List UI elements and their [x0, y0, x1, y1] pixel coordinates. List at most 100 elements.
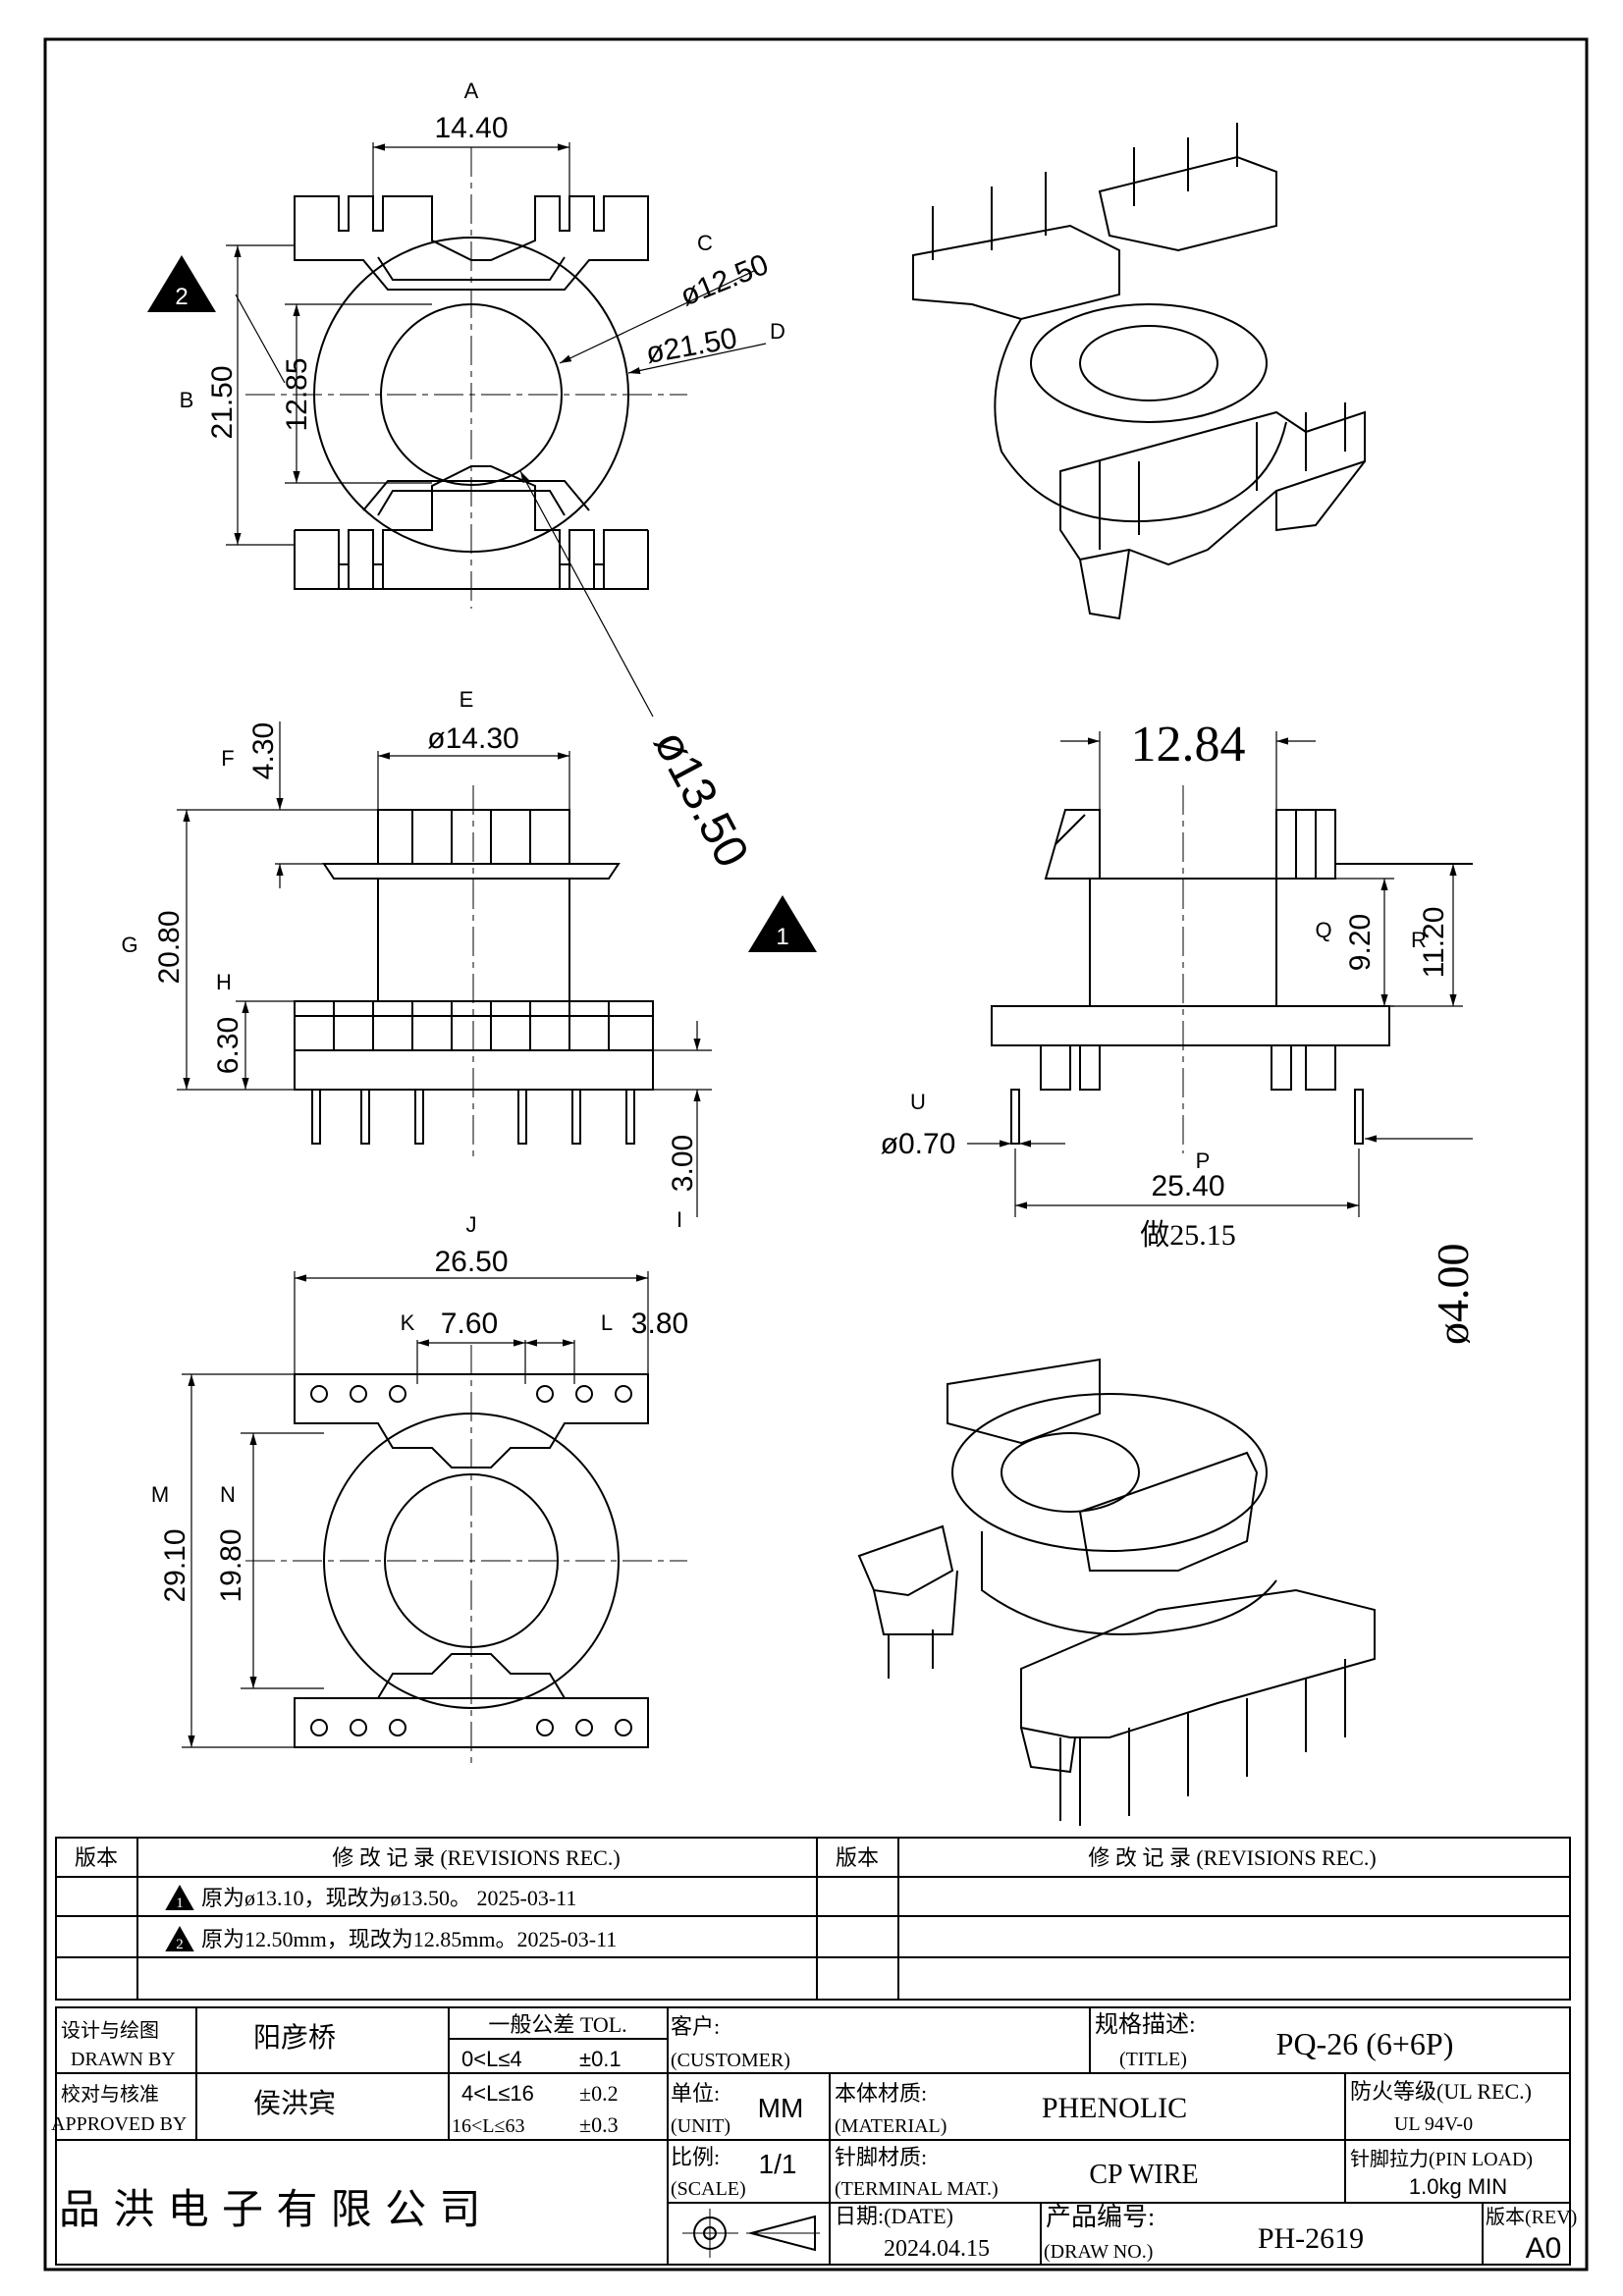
dim-l-label: L [601, 1310, 613, 1335]
material-value: PHENOLIC [1042, 2092, 1187, 2124]
revision-marker-2 [147, 255, 216, 312]
scale-value: 1/1 [759, 2149, 797, 2179]
tol-range-3: 16<L≤63 [452, 2115, 524, 2137]
tol-range-2: 4<L≤16 [461, 2081, 534, 2106]
ul-cn: 防火等级(UL REC.) [1350, 2079, 1532, 2104]
pin-load-cn: 针脚拉力(PIN LOAD) [1350, 2148, 1533, 2170]
dim-j-label: J [466, 1212, 477, 1237]
drawno-cn: 产品编号: [1046, 2203, 1155, 2231]
unit-cn: 单位: [671, 2081, 720, 2106]
top-view [226, 142, 767, 718]
title-value: PQ-26 (6+6P) [1276, 2026, 1454, 2061]
dim-i-value: 3.00 [667, 1135, 699, 1192]
material-cn: 本体材质: [835, 2081, 927, 2106]
terminal-value: CP WIRE [1089, 2160, 1198, 2190]
revision-table [55, 1837, 1571, 2001]
company-name: 品 洪 电 子 有 限 公 司 [59, 2185, 480, 2233]
dim-n-value: 19.80 [215, 1528, 247, 1602]
drawno-value: PH-2619 [1258, 2222, 1364, 2255]
approved-by-cn: 校对与核准 [61, 2083, 159, 2106]
dim-m-label: M [151, 1482, 169, 1507]
rev-head-rec-2: 修 改 记 录 (REVISIONS REC.) [1088, 1845, 1376, 1870]
customer-cn: 客户: [671, 2014, 720, 2039]
approved-by-en: APPROVED BY [51, 2113, 187, 2135]
scale-en: (SCALE) [671, 2178, 746, 2200]
rev-marker-2-num: 2 [175, 284, 188, 310]
material-en: (MATERIAL) [835, 2115, 947, 2137]
dim-l-value: 3.80 [631, 1308, 688, 1340]
title-cn: 规格描述: [1095, 2011, 1196, 2038]
dim-u-label: U [910, 1090, 926, 1114]
date-cn: 日期:(DATE) [835, 2204, 953, 2228]
customer-en: (CUSTOMER) [671, 2050, 790, 2071]
drawn-by-cn: 设计与绘图 [61, 2019, 159, 2042]
dim-c-label: C [697, 231, 713, 255]
drawn-by-name: 阳彦桥 [253, 2022, 336, 2054]
dim-e-label: E [460, 687, 474, 712]
iso-view-bottom [857, 1358, 1376, 1826]
unit-value: MM [758, 2093, 804, 2123]
terminal-en: (TERMINAL MAT.) [835, 2178, 999, 2200]
rev-row-2-text: 原为12.50mm，现改为12.85mm。2025-03-11 [201, 1927, 617, 1951]
dim-e-value: ø14.30 [427, 722, 518, 755]
rev-value: A0 [1526, 2232, 1562, 2265]
tol-range-1: 0<L≤4 [461, 2047, 522, 2071]
unit-en: (UNIT) [671, 2115, 730, 2137]
date-value: 2024.04.15 [884, 2236, 990, 2262]
dim-k-value: 7.60 [441, 1308, 498, 1340]
approved-by-name: 侯洪宾 [253, 2088, 336, 2119]
side-view [967, 731, 1473, 1217]
dim-h2-label: H [216, 970, 232, 994]
rev-row-1-mark: 1 [176, 1896, 184, 1911]
rev-head-ver-2: 版本 [836, 1845, 879, 1870]
ul-value: UL 94V-0 [1394, 2113, 1473, 2135]
dim-g-value: 20.80 [153, 910, 186, 984]
dim-m-value: 29.10 [159, 1528, 191, 1602]
pin-load-value: 1.0kg MIN [1409, 2174, 1507, 2199]
dim-1284: 12.84 [1131, 717, 1246, 773]
drawno-en: (DRAW NO.) [1044, 2241, 1153, 2263]
bottom-view [182, 1271, 687, 1767]
rev-row-2-mark: 2 [176, 1937, 184, 1952]
drawn-by-en: DRAWN BY [71, 2049, 176, 2070]
dim-p-note: 做25.15 [1140, 1219, 1236, 1252]
dim-p-value: 25.40 [1151, 1170, 1224, 1202]
dim-i-label: I [676, 1207, 682, 1232]
rev-marker-1-num: 1 [776, 924, 788, 950]
dim-phi1350: ø13.50 [643, 721, 758, 876]
dim-g-label: G [121, 933, 137, 957]
tol-val-3: ±0.3 [579, 2112, 619, 2137]
dim-a-label: A [464, 79, 479, 103]
scale-cn: 比例: [671, 2145, 720, 2169]
dim-n-label: N [220, 1482, 236, 1507]
dim-h-value: 12.85 [281, 357, 313, 431]
title-en: (TITLE) [1119, 2049, 1187, 2070]
rev-head-ver-1: 版本 [75, 1845, 118, 1870]
title-block [55, 2006, 1571, 2266]
dim-f-value: 4.30 [247, 722, 280, 779]
dim-c-value: ø12.50 [676, 248, 773, 313]
outer-frame [43, 37, 1589, 2271]
rev-row-1-text: 原为ø13.10，现改为ø13.50。 2025-03-11 [201, 1886, 576, 1910]
dim-b-label: B [180, 388, 194, 412]
front-view [177, 721, 712, 1217]
dim-r-value: 11.20 [1418, 907, 1450, 979]
dim-f-label: F [221, 746, 234, 771]
dim-q-label: Q [1315, 918, 1331, 942]
dim-q-value: 9.20 [1344, 914, 1377, 971]
dim-d-value: ø21.50 [643, 322, 739, 370]
revision-marker-1 [748, 895, 817, 952]
terminal-cn: 针脚材质: [835, 2145, 927, 2169]
dim-a-value: 14.40 [434, 112, 508, 144]
dim-k-label: K [401, 1310, 415, 1335]
rev-head-rec-1: 修 改 记 录 (REVISIONS REC.) [332, 1845, 620, 1870]
iso-view-top [912, 123, 1366, 620]
dim-r-label: R [1411, 928, 1427, 952]
dim-b-value: 21.50 [206, 365, 239, 439]
dim-h2-value: 6.30 [212, 1017, 244, 1074]
tol-val-2: ±0.2 [579, 2081, 619, 2106]
dim-d-label: D [770, 319, 785, 344]
rev-cn: 版本(REV) [1486, 2206, 1577, 2228]
tol-val-1: ±0.1 [579, 2047, 622, 2071]
